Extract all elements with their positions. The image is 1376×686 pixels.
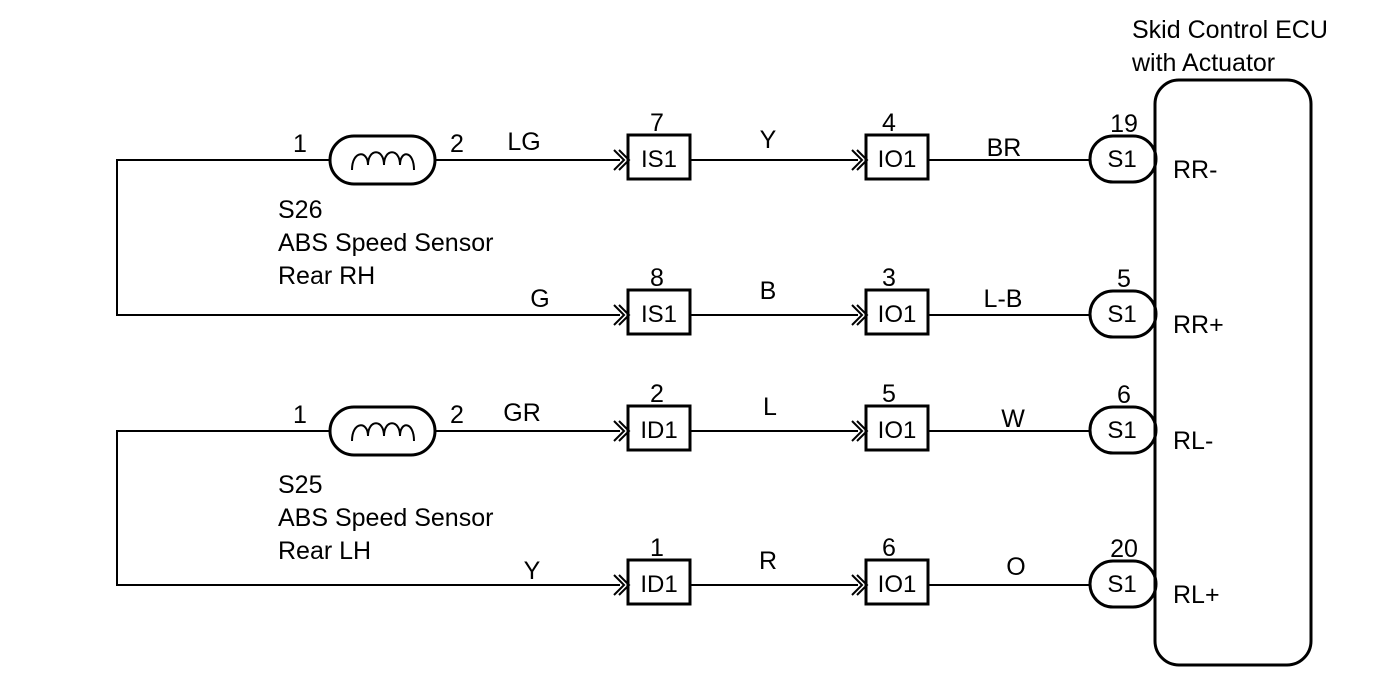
- ecu-connector-label: S1: [1107, 417, 1136, 444]
- connector-box: [626, 558, 692, 606]
- sensor-lh-side: Rear LH: [278, 537, 371, 565]
- sensor-lh-body: [328, 405, 437, 457]
- connector-box: [864, 558, 930, 606]
- ecu-pin: 20: [1110, 535, 1138, 563]
- connector-box: [864, 133, 930, 181]
- ecu-pin: 19: [1110, 110, 1138, 138]
- connector-pin: 6: [882, 534, 896, 562]
- connector-pin: 2: [650, 380, 664, 408]
- wire-color-label: O: [1006, 553, 1025, 581]
- sensor-rh-name: ABS Speed Sensor: [278, 229, 493, 257]
- ecu-terminal: RR+: [1173, 311, 1224, 339]
- wire-color-label: BR: [987, 134, 1022, 162]
- sensor-rh-pin1: 1: [293, 130, 307, 158]
- connector-pin: 3: [882, 264, 896, 292]
- wire-color-label: GR: [503, 399, 541, 427]
- connector-pin: 5: [882, 380, 896, 408]
- connector-pin: 8: [650, 264, 664, 292]
- connector-label: ID1: [640, 571, 677, 598]
- connector-box: [626, 288, 692, 336]
- coil-icon: [351, 422, 415, 442]
- ecu-connector: [1088, 289, 1158, 339]
- sensor-rear-lh: 1 2 S25 ABS Speed Sensor Rear LH: [116, 401, 620, 586]
- ecu-connector: [1088, 134, 1158, 184]
- connector-label: IS1: [641, 146, 677, 173]
- wire-color-label: G: [530, 285, 549, 313]
- connector-label: IS1: [641, 301, 677, 328]
- ecu-connector: [1088, 559, 1158, 609]
- wire-color-label: B: [760, 277, 777, 305]
- connector-box: [864, 288, 930, 336]
- wire-color-label: Y: [760, 126, 777, 154]
- coil-icon: [351, 151, 415, 171]
- sensor-lh-code: S25: [278, 471, 322, 499]
- connector-pin: 4: [882, 109, 896, 137]
- ecu-connector-label: S1: [1107, 301, 1136, 328]
- sensor-rh-return-wire: [116, 159, 620, 316]
- sensor-rh-code: S26: [278, 196, 322, 224]
- sensor-rh-pin2: 2: [450, 130, 464, 158]
- connector-label: IO1: [878, 417, 917, 444]
- ecu-terminal: RR-: [1173, 156, 1217, 184]
- ecu-title-line2: with Actuator: [1131, 49, 1275, 77]
- connector-pin: 7: [650, 109, 664, 137]
- ecu-terminal: RL-: [1173, 427, 1213, 455]
- sensor-lh-pin2: 2: [450, 401, 464, 429]
- ecu-terminal: RL+: [1173, 581, 1220, 609]
- ecu-connector: [1088, 405, 1158, 455]
- ecu-connector-label: S1: [1107, 571, 1136, 598]
- sensor-lh-pin1: 1: [293, 401, 307, 429]
- wire-color-label: LG: [507, 128, 540, 156]
- ecu-block: Skid Control ECU with Actuator: [1131, 16, 1328, 667]
- wire-color-label: Y: [524, 557, 541, 585]
- wire-color-label: R: [759, 547, 777, 575]
- wire-color-label: L-B: [984, 285, 1023, 313]
- connector-label: ID1: [640, 417, 677, 444]
- connector-label: IO1: [878, 146, 917, 173]
- sensor-lh-name: ABS Speed Sensor: [278, 504, 493, 532]
- connector-box: [864, 404, 930, 452]
- wire-color-label: L: [763, 393, 777, 421]
- sensor-rh-side: Rear RH: [278, 262, 375, 290]
- ecu-pin: 5: [1117, 265, 1131, 293]
- sensor-rear-rh: 1 2 S26 ABS Speed Sensor Rear RH: [116, 130, 620, 316]
- wire-color-label: W: [1001, 405, 1025, 433]
- ecu-connector-label: S1: [1107, 146, 1136, 173]
- connector-label: IO1: [878, 571, 917, 598]
- ecu-body: [1153, 78, 1313, 667]
- connector-pin: 1: [650, 534, 664, 562]
- sensor-lh-return-wire: [116, 430, 620, 586]
- connector-box: [626, 133, 692, 181]
- ecu-title-line1: Skid Control ECU: [1132, 16, 1328, 44]
- sensor-rh-body: [328, 134, 437, 186]
- connector-box: [626, 404, 692, 452]
- ecu-pin: 6: [1117, 381, 1131, 409]
- connector-label: IO1: [878, 301, 917, 328]
